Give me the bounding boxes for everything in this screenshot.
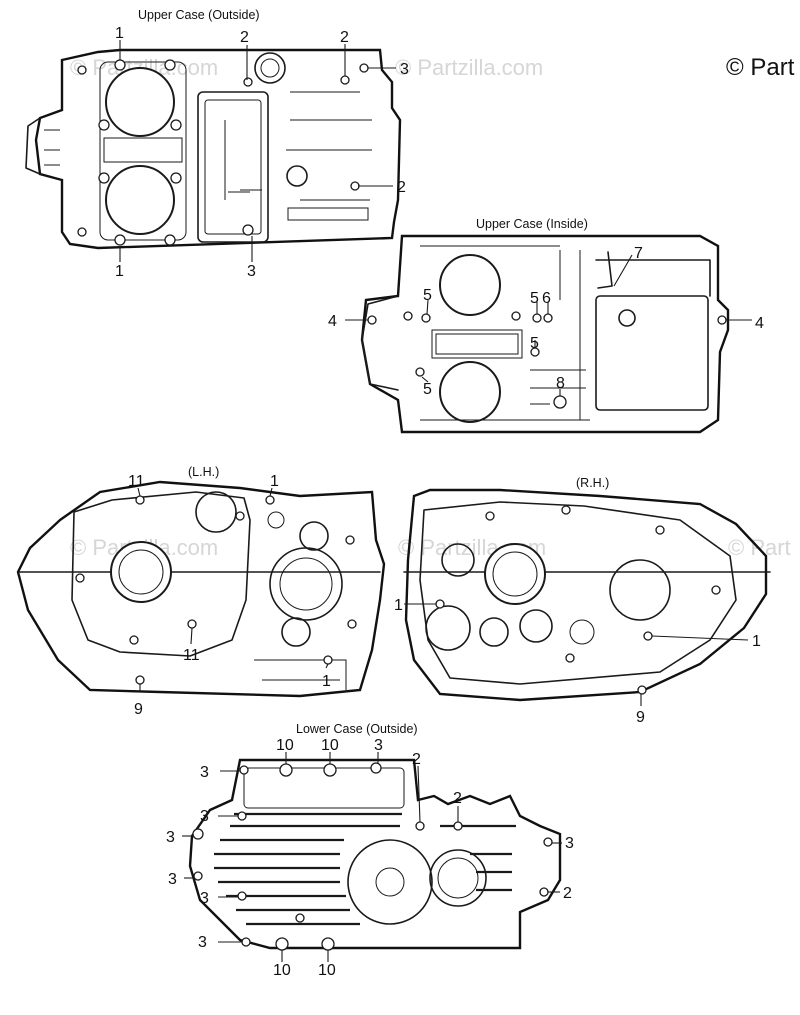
callout-label: 3	[200, 808, 209, 825]
callout-label: 1	[394, 597, 403, 614]
callout-label: 2	[412, 751, 421, 768]
callout-label: 7	[634, 245, 643, 262]
callout-label: 3	[198, 934, 207, 951]
upper-case-outside-outline	[25, 48, 402, 250]
callout-label: 5	[530, 335, 539, 352]
section-title-rh: (R.H.)	[576, 476, 609, 490]
callout-label: 9	[134, 701, 143, 718]
lh-leaders	[137, 487, 329, 692]
callout-label: 11	[183, 647, 200, 664]
rh-leaders	[404, 603, 749, 706]
callout-label: 11	[128, 473, 145, 490]
callout-label: 3	[166, 829, 175, 846]
lh-case-outline	[16, 480, 386, 698]
callout-label: 5	[423, 381, 432, 398]
watermark: © Partzilla.com	[395, 55, 543, 80]
callout-label: 10	[273, 962, 291, 979]
callout-label: 1	[115, 263, 124, 280]
lower-outside-leaders	[182, 752, 562, 962]
section-title-upper-inside: Upper Case (Inside)	[476, 217, 588, 231]
cooling-fins	[214, 812, 516, 926]
upper-case-outside: Upper Case (Outside)	[25, 8, 409, 280]
callout-label: 3	[200, 764, 209, 781]
callout-label: 2	[397, 179, 406, 196]
rh-case-outline	[403, 488, 771, 702]
callout-label: 2	[453, 790, 462, 807]
callout-label: 10	[318, 962, 336, 979]
callout-label: 2	[340, 29, 349, 46]
callout-label: 2	[563, 885, 572, 902]
section-title-lower-outside: Lower Case (Outside)	[296, 722, 418, 736]
upper-inside-leaders	[345, 254, 752, 396]
left-hand-side-view: (L.H.) 11 1 11	[16, 465, 386, 718]
callout-label: 4	[328, 313, 337, 330]
callout-label: 3	[247, 263, 256, 280]
callout-label: 5	[423, 287, 432, 304]
callout-label: 1	[322, 673, 331, 690]
lower-case-outside: Lower Case (Outside)	[166, 722, 574, 979]
right-hand-side-view: (R.H.) 1 1 9	[394, 476, 771, 726]
callout-label: 9	[636, 709, 645, 726]
callout-label: 10	[321, 737, 339, 754]
callout-label: 8	[556, 375, 565, 392]
callout-label: 10	[276, 737, 294, 754]
callout-label: 4	[755, 315, 764, 332]
upper-case-inside-outline	[360, 234, 730, 434]
callout-label: 3	[374, 737, 383, 754]
callout-label: 3	[565, 835, 574, 852]
callout-label: 3	[168, 871, 177, 888]
callout-label: 6	[542, 290, 551, 307]
section-title-upper-outside: Upper Case (Outside)	[138, 8, 260, 22]
section-title-lh: (L.H.)	[188, 465, 219, 479]
callout-label: 1	[270, 473, 279, 490]
callout-label: 1	[115, 25, 124, 42]
callout-label: 5	[530, 290, 539, 307]
callout-label: 3	[400, 61, 409, 78]
callout-label: 2	[240, 29, 249, 46]
callout-label: 1	[752, 633, 761, 650]
callout-label: 3	[200, 890, 209, 907]
upper-case-inside: Upper Case (Inside)	[328, 217, 764, 434]
upper-outside-leaders	[119, 40, 396, 262]
copyright-notice: © Part	[726, 54, 795, 81]
lower-case-outside-outline	[188, 758, 562, 951]
